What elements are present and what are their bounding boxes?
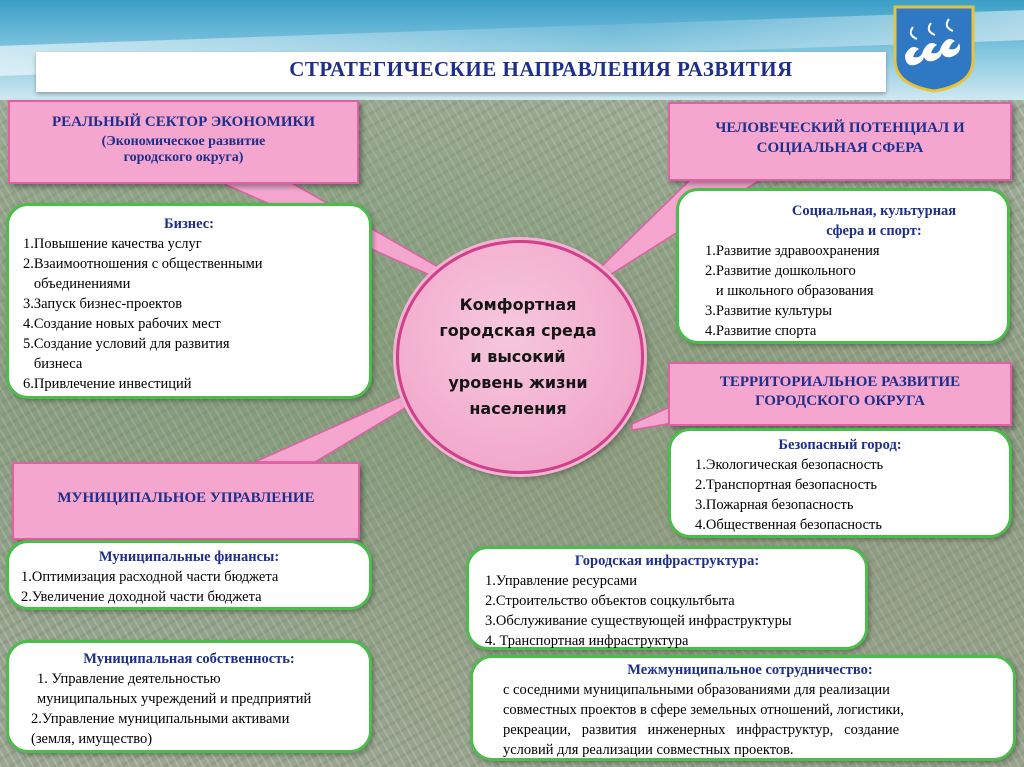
list-item: (земля, имущество) (31, 731, 153, 747)
business-heading: Бизнес: (164, 216, 214, 232)
finances-box: Муниципальные финансы: 1.Оптимизация рас… (6, 540, 372, 610)
list-item: 1. Управление деятельностью (37, 671, 221, 687)
territorial-title-2: ГОРОДСКОГО ОКРУГА (755, 393, 925, 409)
text-line: совместных проектов в сфере земельных от… (503, 702, 904, 718)
list-item: 2.Увеличение доходной части бюджета (21, 589, 262, 605)
list-item: муниципальных учреждений и предприятий (37, 691, 312, 707)
municipal-management-box: МУНИЦИПАЛЬНОЕ УПРАВЛЕНИЕ (12, 462, 360, 540)
list-item: 3.Обслуживание существующей инфраструкту… (485, 613, 792, 629)
list-item: 1.Оптимизация расходной части бюджета (21, 569, 279, 585)
list-item: 4.Создание новых рабочих мест (23, 316, 221, 332)
list-item: 3.Запуск бизнес-проектов (23, 296, 183, 312)
real-sector-title: РЕАЛЬНЫЙ СЕКТОР ЭКОНОМИКИ (51, 114, 316, 130)
list-item: 1.Развитие здравоохранения (705, 243, 880, 259)
list-item: 1.Экологическая безопасность (695, 457, 884, 473)
center-line: населения (469, 399, 567, 418)
list-item: 4.Развитие спорта (705, 323, 817, 339)
social-heading-1: Социальная, культурная (791, 203, 957, 219)
human-potential-box: ЧЕЛОВЕЧЕСКИЙ ПОТЕНЦИАЛ И СОЦИАЛЬНАЯ СФЕР… (668, 102, 1012, 181)
list-item: 1.Управление ресурсами (485, 573, 637, 589)
list-item: объединениями (23, 276, 131, 292)
territorial-box: ТЕРРИТОРИАЛЬНОЕ РАЗВИТИЕ ГОРОДСКОГО ОКРУ… (668, 362, 1012, 426)
real-sector-subtitle-1: (Экономическое развитие (101, 134, 266, 149)
center-line: Комфортная (459, 295, 577, 314)
infrastructure-box: Городская инфраструктура: 1.Управление р… (466, 546, 868, 650)
list-item: 2.Развитие дошкольного (705, 263, 856, 279)
human-title-2: СОЦИАЛЬНАЯ СФЕРА (756, 140, 924, 156)
safe-city-heading: Безопасный город: (778, 437, 902, 453)
property-box: Муниципальная собственность: 1. Управлен… (6, 640, 372, 753)
list-item: 2.Управление муниципальными активами (31, 711, 290, 727)
center-goal-text: Комфортная городская среда и высокий уро… (400, 292, 636, 422)
territorial-title-1: ТЕРРИТОРИАЛЬНОЕ РАЗВИТИЕ (719, 374, 961, 390)
text-line: рекреации, развития инженерных инфрастру… (503, 722, 900, 738)
list-item: и школьного образования (705, 283, 874, 299)
human-title-1: ЧЕЛОВЕЧЕСКИЙ ПОТЕНЦИАЛ И (715, 120, 965, 136)
center-line: и высокий (470, 347, 566, 366)
list-item: 4.Общественная безопасность (695, 517, 882, 533)
infrastructure-heading: Городская инфраструктура: (574, 553, 760, 569)
center-goal-circle (396, 240, 644, 474)
real-sector-subtitle-2: городского округа) (123, 150, 244, 165)
list-item: 2.Строительство объектов соцкультбыта (485, 593, 735, 609)
text-line: условий для реализации совместных проект… (503, 742, 794, 758)
finances-heading: Муниципальные финансы: (98, 549, 280, 565)
real-sector-box: РЕАЛЬНЫЙ СЕКТОР ЭКОНОМИКИ (Экономическое… (8, 100, 359, 184)
intermunicipal-heading: Межмуниципальное сотрудничество: (627, 662, 873, 678)
list-item: 3.Развитие культуры (705, 303, 833, 319)
social-box: Социальная, культурная сфера и спорт: 1.… (676, 188, 1010, 344)
list-item: 4. Транспортная инфраструктура (485, 633, 689, 649)
safe-city-box: Безопасный город: 1.Экологическая безопа… (668, 428, 1012, 538)
swans-coat-of-arms-icon (893, 5, 975, 93)
text-line: с соседними муниципальными образованиями… (503, 682, 890, 698)
list-item: 2.Транспортная безопасность (695, 477, 878, 493)
business-box: Бизнес: 1.Повышение качества услуг 2.Вза… (6, 203, 372, 399)
list-item: бизнеса (23, 356, 83, 372)
social-heading-2: сфера и спорт: (826, 223, 922, 239)
municipal-title: МУНИЦИПАЛЬНОЕ УПРАВЛЕНИЕ (57, 490, 315, 506)
title-bar (36, 52, 886, 92)
center-line: уровень жизни (448, 373, 588, 392)
center-line: городская среда (439, 321, 597, 340)
list-item: 1.Повышение качества услуг (23, 236, 202, 252)
page-title: СТРАТЕГИЧЕСКИЕ НАПРАВЛЕНИЯ РАЗВИТИЯ (289, 57, 793, 81)
list-item: 2.Взаимоотношения с общественными (23, 256, 263, 272)
list-item: 6.Привлечение инвестиций (23, 376, 192, 392)
list-item: 3.Пожарная безопасность (695, 497, 854, 513)
arrow-municipal (254, 394, 417, 463)
list-item: 5.Создание условий для развития (23, 336, 230, 352)
property-heading: Муниципальная собственность: (83, 651, 295, 667)
intermunicipal-box: Межмуниципальное сотрудничество: с сосед… (470, 655, 1016, 761)
